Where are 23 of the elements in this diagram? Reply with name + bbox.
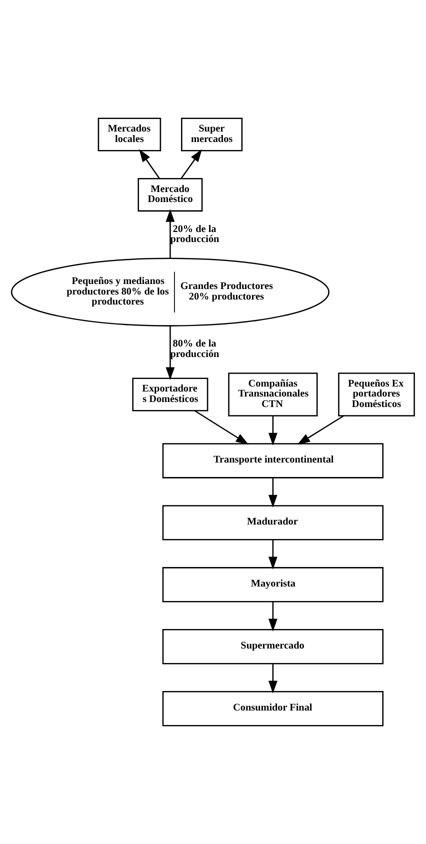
arrow [180,149,202,179]
node-box: Madurador [162,505,384,540]
arrow [166,209,175,258]
arrow [268,540,278,570]
node-box: Super mercados [181,118,243,152]
arrow [268,478,278,508]
arrow [268,602,278,632]
node-box: Pequeños Ex portadores Domésticos [338,372,415,416]
arrow [139,149,160,179]
arrow [194,410,249,445]
arrow [268,664,278,694]
node-box: Consumidor Final [162,691,384,726]
node-box: Mayorista [162,567,384,602]
arrow [166,326,175,380]
node-box: Compañías Transnacionales CTN [228,372,318,416]
node-box: Exportadore s Domésticos [132,378,208,412]
node-box: Mercados locales [98,118,162,152]
node-ellipse: Pequeños y medianos productores 80% de los productores Grandes Productores 20% productores [10,258,330,326]
node-box: Mercado Doméstico [138,178,203,212]
node-box: Supermercado [162,629,384,664]
node-box: Transporte intercontinental [162,443,384,478]
arrow [297,415,344,445]
arrow [268,416,278,446]
